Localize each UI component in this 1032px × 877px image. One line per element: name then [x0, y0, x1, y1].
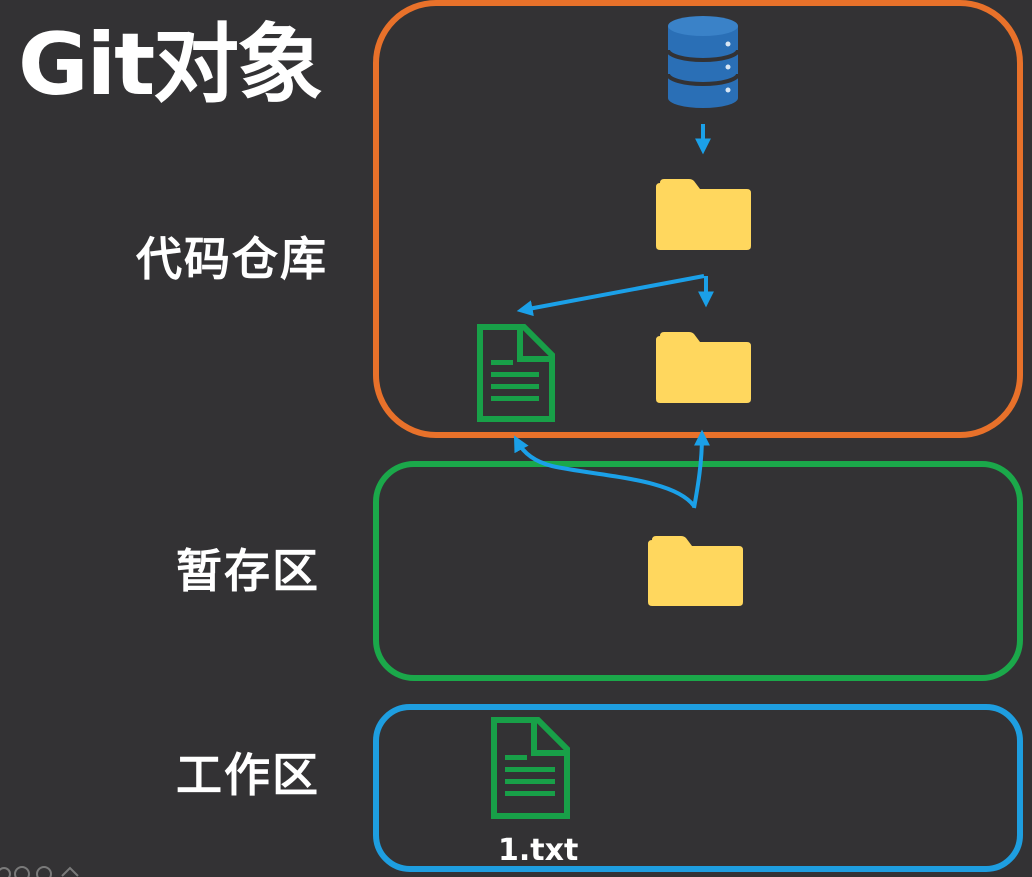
playback-controls[interactable]: [0, 862, 90, 877]
text-file-icon: [477, 324, 555, 422]
working-box: [373, 704, 1023, 872]
database-icon: [666, 16, 740, 108]
text-file-icon: [491, 717, 570, 819]
folder-icon: [648, 536, 743, 606]
arrow-index-to-blob: [513, 435, 696, 508]
page-title: Git对象: [18, 15, 323, 115]
arrow-index-to-tree: [692, 429, 710, 509]
staging-box: [373, 461, 1023, 681]
folder-icon: [656, 332, 751, 403]
folder-icon: [656, 179, 751, 250]
repository-label: 代码仓库: [136, 232, 328, 286]
staging-label: 暂存区: [176, 544, 320, 598]
file-name-label: 1.txt: [498, 833, 579, 868]
arrow-tree-to-blob: [516, 274, 705, 317]
working-label: 工作区: [176, 748, 320, 802]
